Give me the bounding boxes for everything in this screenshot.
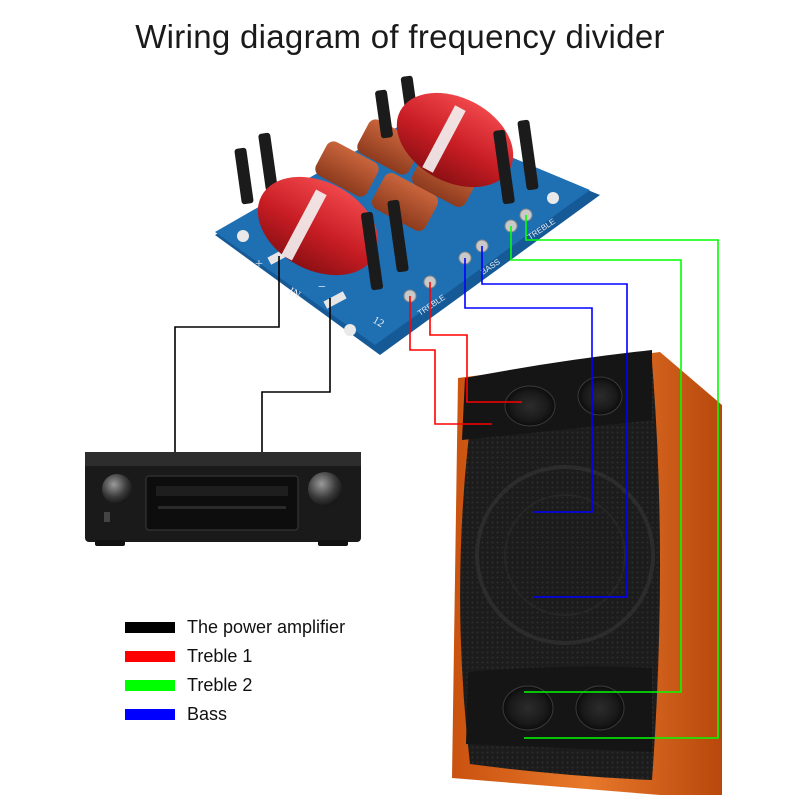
wire-treble-2-pos xyxy=(524,215,719,739)
legend-item-bass: Bass xyxy=(125,700,345,729)
board-label-minus: − xyxy=(318,280,326,295)
amplifier-foot xyxy=(95,540,125,546)
amplifier-panel-line xyxy=(158,506,286,509)
tweeter-top-left xyxy=(504,385,556,427)
legend-swatch xyxy=(125,651,175,662)
crossover-board: + IN − 12 TREBLE BASS TREBLE xyxy=(215,75,600,355)
board-label-in: IN xyxy=(287,285,303,301)
wire-treble-1-pos xyxy=(429,282,522,403)
legend-item-treble-1: Treble 1 xyxy=(125,642,345,671)
legend-label: Bass xyxy=(187,704,228,724)
amplifier-foot xyxy=(318,540,348,546)
mount-hole xyxy=(344,324,356,336)
amplifier-power-switch xyxy=(104,512,110,522)
power-amplifier xyxy=(85,452,361,546)
legend-item-power-amplifier: The power amplifier xyxy=(125,613,345,642)
wire-bass-pos xyxy=(481,246,628,598)
board-label-voltage: 12 xyxy=(371,314,387,330)
diagram-title: Wiring diagram of frequency divider xyxy=(135,18,665,55)
amplifier-top-edge xyxy=(85,452,361,466)
wire-amplifier-minus xyxy=(261,298,331,452)
legend-label: The power amplifier xyxy=(187,617,346,637)
wire-treble-1-neg xyxy=(409,296,492,425)
legend: The power amplifier Treble 1 Treble 2 Ba… xyxy=(125,613,345,729)
legend-item-treble-2: Treble 2 xyxy=(125,671,345,700)
legend-label: Treble 1 xyxy=(187,646,253,666)
tweeter-bottom-right xyxy=(575,685,625,731)
speaker-cabinet xyxy=(452,350,722,795)
amplifier-display xyxy=(156,486,288,496)
legend-label: Treble 2 xyxy=(187,675,253,695)
mount-hole xyxy=(547,192,559,204)
legend-swatch xyxy=(125,709,175,720)
amplifier-left-knob xyxy=(102,474,132,504)
inductor-coil-left xyxy=(234,132,409,291)
wire-amplifier-plus xyxy=(174,256,280,452)
mount-hole xyxy=(237,230,249,242)
tweeter-top-right xyxy=(577,376,623,416)
legend-swatch xyxy=(125,680,175,691)
board-label-plus: + xyxy=(255,257,263,272)
wire-treble-2-neg xyxy=(510,226,682,693)
amplifier-right-knob xyxy=(308,472,342,506)
amplifier-display-panel xyxy=(145,475,299,531)
woofer-inner-ring xyxy=(504,494,626,616)
wires xyxy=(174,215,719,739)
wire-bass-neg xyxy=(464,258,593,513)
legend-swatch xyxy=(125,622,175,633)
inductor-coil-right xyxy=(375,75,539,205)
tweeter-bottom-left xyxy=(502,685,554,731)
woofer-cone xyxy=(475,465,655,645)
